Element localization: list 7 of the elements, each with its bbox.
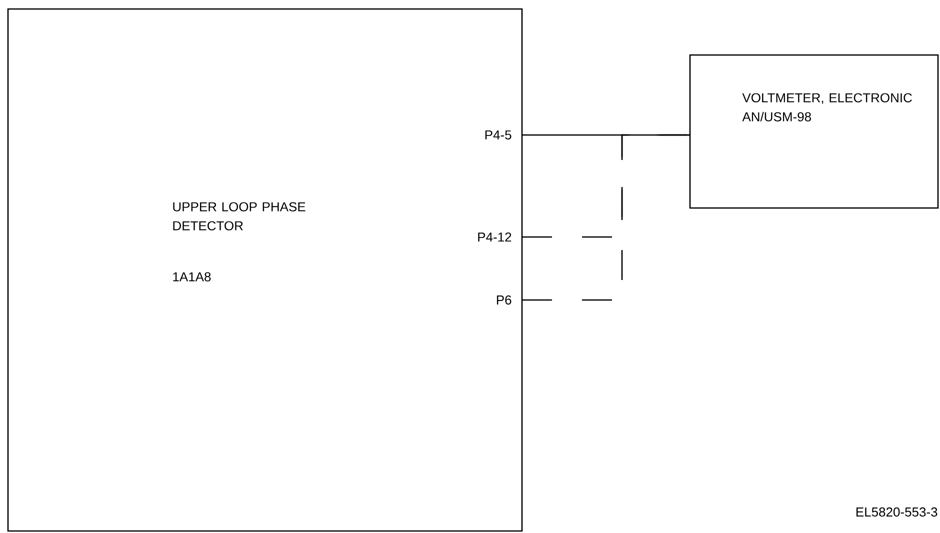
- pin-label: P4-12: [478, 232, 512, 242]
- pin-label: P4-5: [485, 130, 512, 140]
- test-lead: [522, 134, 690, 301]
- figure-number: EL5820-553-3: [856, 507, 938, 517]
- voltmeter-box: VOLTMETER, ELECTRONIC AN/USM-98: [689, 54, 939, 209]
- pin-label: P6: [496, 295, 512, 305]
- test-lead: [522, 134, 690, 238]
